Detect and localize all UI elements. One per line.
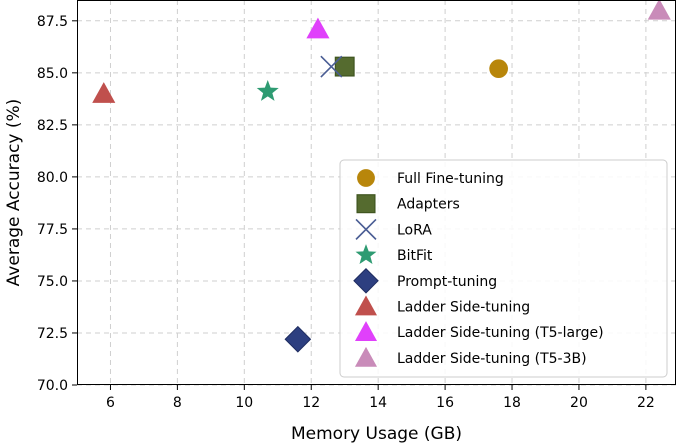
data-point-adapters: [334, 56, 355, 77]
data-point-prompt-tuning: [284, 325, 312, 353]
y-axis-label: Average Accuracy (%): [4, 99, 24, 287]
legend-marker: [355, 244, 377, 265]
x-tick-label: 16: [436, 395, 454, 411]
data-point-ladder-side-tuning-t5-3b: [647, 0, 671, 20]
x-tick-label: 22: [637, 395, 655, 411]
legend-box: [339, 159, 668, 378]
x-axis-label: Memory Usage (GB): [291, 424, 462, 444]
x-tick-label: 20: [570, 395, 588, 411]
y-axis-ticks: 70.0 72.5 75.0 77.5 80.0 82.5 85.0 87.5: [37, 14, 77, 394]
y-tick-label: 82.5: [37, 118, 68, 134]
legend-entry-label: Ladder Side-tuning (T5-large): [397, 325, 604, 341]
legend-entry-label: LoRA: [397, 222, 432, 238]
x-tick-label: 14: [369, 395, 387, 411]
y-tick-label: 77.5: [37, 222, 68, 238]
legend-marker: [355, 218, 377, 240]
legend-marker: [357, 169, 375, 187]
y-tick-label: 72.5: [37, 326, 68, 342]
y-tick-label: 80.0: [37, 170, 68, 186]
legend-entry-label: Ladder Side-tuning: [397, 300, 530, 316]
x-tick-label: 6: [106, 395, 115, 411]
legend-entry-label: Ladder Side-tuning (T5-3B): [397, 351, 587, 367]
legend-marker: [353, 268, 379, 294]
y-tick-label: 70.0: [37, 378, 68, 394]
data-point-lora: [320, 55, 343, 78]
data-point-full-fine-tuning: [489, 59, 508, 79]
y-tick-label: 87.5: [37, 14, 68, 30]
legend-entry-label: BitFit: [397, 248, 433, 264]
legend-entry-label: Prompt-tuning: [397, 274, 497, 290]
data-point-ladder-side-tuning: [92, 82, 116, 103]
x-tick-label: 12: [302, 395, 320, 411]
legend-entry-label: Adapters: [397, 197, 460, 213]
legend-marker: [354, 295, 378, 316]
legend-marker: [356, 194, 376, 214]
legend-marker: [354, 321, 378, 342]
x-tick-label: 18: [503, 395, 521, 411]
y-tick-label: 75.0: [37, 274, 68, 290]
legend-marker: [354, 346, 378, 367]
x-tick-label: 10: [235, 395, 253, 411]
legend-entry-label: Full Fine-tuning: [397, 171, 504, 187]
data-points: [92, 0, 671, 353]
data-point-ladder-side-tuning-t5-large: [306, 17, 330, 39]
x-tick-label: 8: [173, 395, 182, 411]
y-tick-label: 85.0: [37, 66, 68, 82]
data-point-bitfit: [256, 80, 279, 101]
x-axis-ticks: 6 8 10 12 14 16 18 20 22: [106, 385, 655, 411]
